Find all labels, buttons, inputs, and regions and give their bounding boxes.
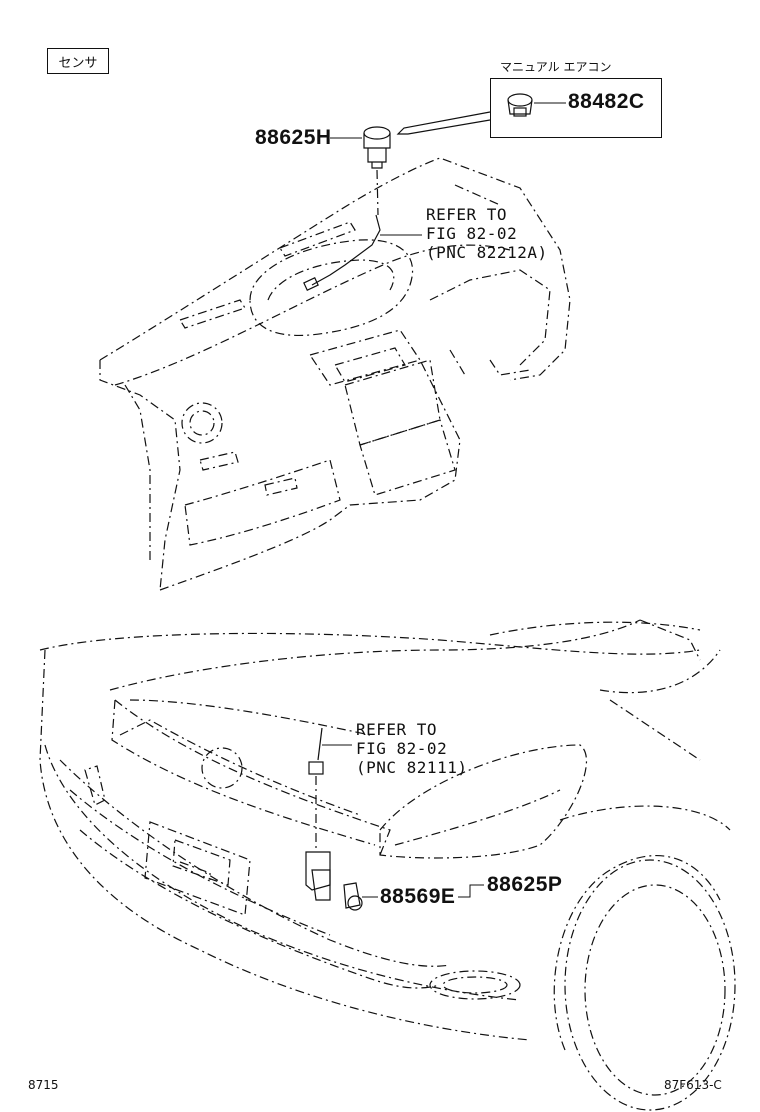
ref-upper-line-2[interactable]: FIG 82-02 [426, 224, 518, 243]
section-tag-text: センサ [58, 55, 98, 71]
section-tag: センサ [47, 48, 109, 74]
ref-upper-line-1: REFER TO [426, 205, 508, 224]
grommet-88482c-illustration [507, 93, 533, 117]
footer-left-code: 8715 [28, 1078, 59, 1092]
part-number-88625p[interactable]: 88625P [487, 873, 563, 896]
ref-lower: REFER TO FIG 82-02 (PNC 82111) [356, 720, 467, 777]
sensor-88625p-illustration [305, 727, 363, 911]
ref-upper-line-3[interactable]: (PNC 82212A) [426, 243, 548, 262]
part-number-88482c[interactable]: 88482C [568, 90, 645, 113]
leader-88625p [458, 884, 484, 898]
dashboard-illustration [99, 157, 571, 591]
ac-box-arrow [396, 111, 491, 135]
ac-variant-box [490, 78, 662, 138]
ac-variant-label: マニュアル エアコン [500, 60, 612, 74]
front-bumper-illustration [39, 619, 736, 1111]
ref-lower-line-2[interactable]: FIG 82-02 [356, 739, 448, 758]
part-number-88625h[interactable]: 88625H [255, 126, 332, 149]
footer-right-code: 87F613-C [664, 1078, 722, 1092]
sensor-88625h-illustration [303, 126, 391, 291]
ref-upper: REFER TO FIG 82-02 (PNC 82212A) [426, 205, 548, 262]
ref-lower-line-3[interactable]: (PNC 82111) [356, 758, 468, 777]
ref-lower-line-1: REFER TO [356, 720, 438, 739]
part-number-88569e[interactable]: 88569E [380, 885, 456, 908]
